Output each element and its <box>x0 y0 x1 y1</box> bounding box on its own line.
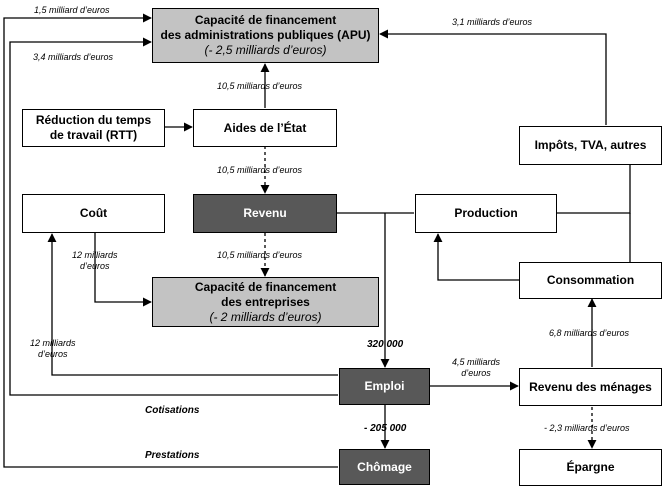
box-capacite-apu: Capacité de financement des administrati… <box>152 8 379 63</box>
box-chomage: Chômage <box>339 449 430 485</box>
label-3-4-milliards: 3,4 milliards d’euros <box>33 52 114 62</box>
label-moins-205000: - 205 000 <box>364 423 407 434</box>
box-aides-etat: Aides de l’État <box>193 109 337 147</box>
label-prestations: Prestations <box>145 450 200 461</box>
box-consommation: Consommation <box>519 262 662 299</box>
label-4-5-milliards: 4,5 milliards d’euros <box>452 357 501 378</box>
label-cotisations: Cotisations <box>145 405 200 416</box>
label-10-5-revenu-entreprises: 10,5 milliards d’euros <box>217 250 303 260</box>
label-10-5-aides-revenu: 10,5 milliards d’euros <box>217 165 303 175</box>
label-12-milliards-emploi: 12 milliards d’euros <box>30 338 76 359</box>
label-moins-2-3-milliards: - 2,3 milliards d’euros <box>544 423 630 433</box>
label-12-milliards-cout: 12 milliards d’euros <box>72 250 118 271</box>
label-3-1-milliards: 3,1 milliards d’euros <box>452 17 533 27</box>
line-production-impots <box>557 165 631 214</box>
box-capacite-entreprises: Capacité de financement des entreprises … <box>152 277 379 327</box>
box-rtt: Réduction du temps de travail (RTT) <box>22 109 165 147</box>
box-emploi: Emploi <box>339 368 430 405</box>
box-production: Production <box>415 194 557 233</box>
arrow-chomage-to-apu <box>3 13 338 468</box>
label-320000: 320 000 <box>367 339 404 350</box>
arrow-cout-to-entreprises <box>94 233 152 307</box>
label-1-5-milliard: 1,5 milliard d’euros <box>34 5 110 15</box>
arrow-consommation-to-production <box>433 233 519 281</box>
box-impots: Impôts, TVA, autres <box>519 126 662 165</box>
arrow-impots-to-apu <box>379 29 607 125</box>
box-cout: Coût <box>22 194 165 233</box>
label-10-5-aides-apu: 10,5 milliards d’euros <box>217 81 303 91</box>
box-revenu-menages: Revenu des ménages <box>519 368 662 406</box>
box-epargne: Épargne <box>519 449 662 486</box>
arrow-emploi-to-apu <box>9 37 338 396</box>
arrow-emploi-to-cout <box>47 233 338 376</box>
label-6-8-milliards: 6,8 milliards d’euros <box>549 328 630 338</box>
box-revenu: Revenu <box>193 194 337 233</box>
